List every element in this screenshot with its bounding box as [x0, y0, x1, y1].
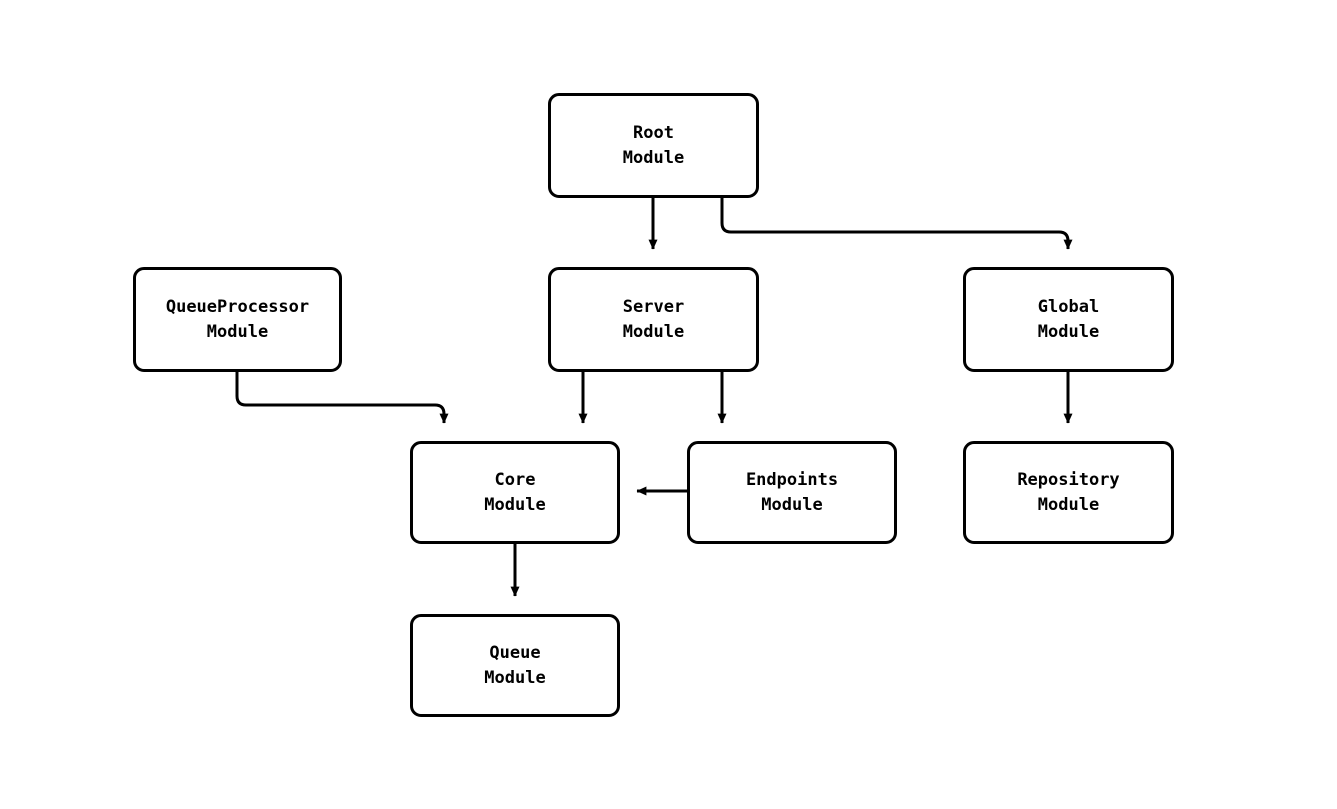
node-core-module-label: Core Module: [484, 470, 546, 515]
node-core-module[interactable]: Core Module: [410, 441, 620, 544]
node-queue-module[interactable]: Queue Module: [410, 614, 620, 717]
node-queueprocessor-module[interactable]: QueueProcessor Module: [133, 267, 342, 372]
edge-root-to-global: [720, 198, 1073, 250]
node-repository-module[interactable]: Repository Module: [963, 441, 1174, 544]
node-root-module[interactable]: Root Module: [548, 93, 759, 198]
node-queue-module-label: Queue Module: [484, 643, 546, 688]
node-global-module[interactable]: Global Module: [963, 267, 1174, 372]
node-server-module[interactable]: Server Module: [548, 267, 759, 372]
node-global-module-label: Global Module: [1037, 297, 1100, 342]
edge-queueprocessor-to-core: [235, 372, 449, 424]
node-queueprocessor-module-label: QueueProcessor Module: [165, 297, 310, 342]
node-server-module-label: Server Module: [622, 297, 685, 342]
node-endpoints-module-label: Endpoints Module: [745, 470, 839, 515]
node-repository-module-label: Repository Module: [1017, 470, 1120, 515]
node-root-module-label: Root Module: [622, 123, 685, 168]
node-endpoints-module[interactable]: Endpoints Module: [687, 441, 897, 544]
